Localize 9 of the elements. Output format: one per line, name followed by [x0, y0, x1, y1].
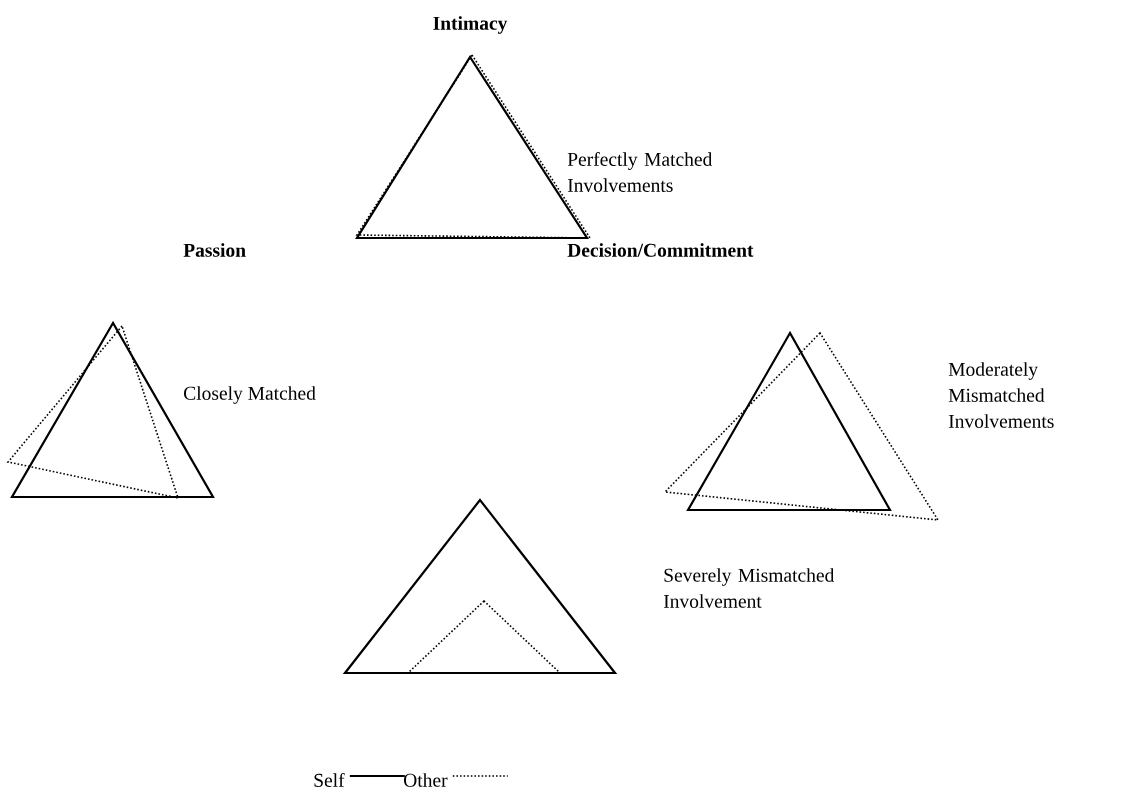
axis-label: Intimacy	[433, 16, 508, 34]
pattern-label: Severely Mismatched Involvement	[663, 568, 835, 608]
axis-label: Decision/Commitment	[567, 243, 754, 257]
pattern-label: Perfectly Matched Involvements	[567, 152, 713, 192]
pattern-label: Moderately Mismatched Involvements	[948, 362, 1054, 428]
axis-label: Passion	[183, 243, 246, 257]
legend-text: Self	[314, 773, 345, 787]
pattern-label: Closely Matched	[184, 386, 316, 404]
legend-text: Other	[404, 773, 448, 787]
